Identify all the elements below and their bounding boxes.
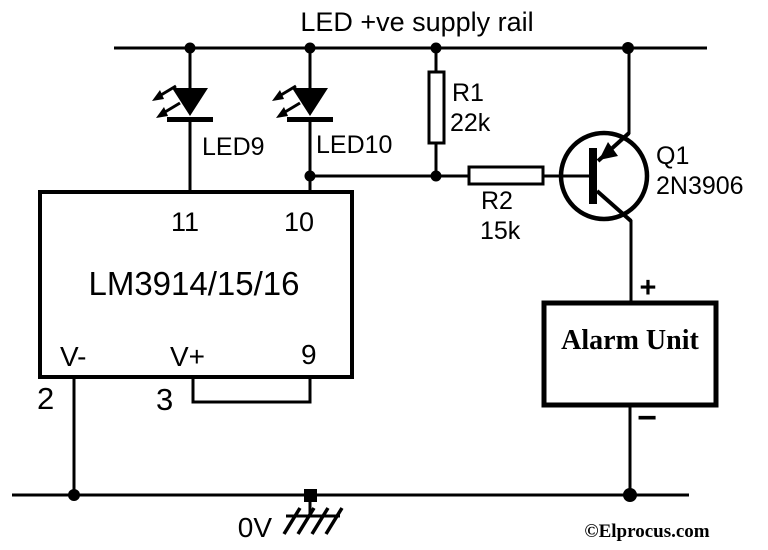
ground-hatch4-icon xyxy=(324,507,344,535)
junction-dot xyxy=(430,42,442,54)
pin3-pin9-link-wire xyxy=(191,377,312,404)
led10-cathode-bar xyxy=(287,117,333,122)
led10-label: LED10 xyxy=(316,131,392,159)
ic-pin9-label: 9 xyxy=(301,339,317,370)
ic-name-label: LM3914/15/16 xyxy=(88,265,299,302)
r2-ref-label: R2 xyxy=(481,187,513,215)
ground-junction-square xyxy=(304,489,317,502)
ic-vminus-label: V- xyxy=(60,341,86,372)
r2-value-label: 15k xyxy=(480,217,521,245)
ic-pin11-label: 11 xyxy=(171,207,199,237)
watermark-text: ©Elprocus.com xyxy=(584,521,709,542)
q1-pnp-arrow-icon xyxy=(599,142,618,160)
junction-dot xyxy=(623,488,637,502)
led9-emission-arrow-icon xyxy=(160,84,177,97)
led9-emission-arrowhead2-icon xyxy=(156,107,168,118)
q1-ref-label: Q1 xyxy=(656,142,689,170)
ground-hatch2-icon xyxy=(296,507,316,535)
q1-transistor-icon xyxy=(558,130,650,222)
led9-emission-arrow2-icon xyxy=(164,101,181,114)
alarm-unit-label: Alarm Unit xyxy=(561,325,699,356)
led10-emission-arrow2-icon xyxy=(284,101,301,114)
junction-dot xyxy=(184,42,196,54)
junction-dot xyxy=(304,42,316,54)
q1-collector-lead xyxy=(595,189,633,223)
ic-pin10-label: 10 xyxy=(284,207,314,237)
ground-0v-label: 0V xyxy=(238,512,273,543)
led10-emission-arrowhead-icon xyxy=(272,90,284,101)
ground-hatch1-icon xyxy=(282,507,302,535)
junction-dot xyxy=(68,489,80,501)
ic-pin3-label: 3 xyxy=(156,382,173,417)
alarm-plus-label: + xyxy=(640,272,657,304)
led9-emission-arrowhead-icon xyxy=(152,90,164,101)
r1-ref-label: R1 xyxy=(452,79,484,107)
q1-part-label: 2N3906 xyxy=(656,172,744,200)
supply-rail-label: LED +ve supply rail xyxy=(300,7,533,37)
ic-vplus-label: V+ xyxy=(170,341,205,372)
junction-dot xyxy=(430,170,442,182)
ic-pin2-label: 2 xyxy=(37,381,54,416)
led9-cathode-bar xyxy=(167,117,213,122)
q1-base-bar xyxy=(589,148,597,204)
junction-dot xyxy=(622,42,634,54)
alarm-unit-box xyxy=(541,300,719,408)
led10-emission-arrowhead2-icon xyxy=(276,107,288,118)
r1-resistor-icon xyxy=(427,70,446,145)
r1-value-label: 22k xyxy=(450,109,491,137)
r2-resistor-icon xyxy=(467,165,545,186)
ground-hatch3-icon xyxy=(310,507,330,535)
led9-diode-icon xyxy=(172,88,208,116)
junction-dot xyxy=(304,170,316,182)
led9-label: LED9 xyxy=(202,133,265,161)
led10-emission-arrow-icon xyxy=(280,84,297,97)
led10-diode-icon xyxy=(292,88,328,116)
ic-box xyxy=(38,190,354,379)
alarm-minus-label: − xyxy=(637,399,657,437)
